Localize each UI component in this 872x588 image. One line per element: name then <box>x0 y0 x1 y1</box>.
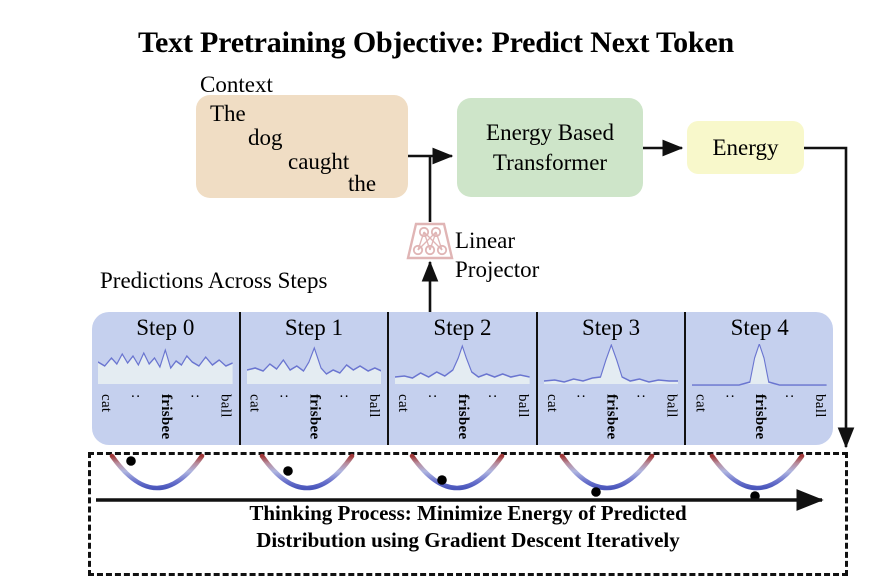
x-label-frisbee: frisbee <box>157 394 174 440</box>
x-label-ball: ball <box>366 394 383 418</box>
step-title: Step 3 <box>582 315 641 340</box>
linear-projector-label-line-2: Projector <box>455 257 540 282</box>
step-title: Step 0 <box>136 315 195 340</box>
step-distribution-plot <box>246 344 382 392</box>
x-label-ellipsis-left: : <box>573 394 590 399</box>
x-label-ball: ball <box>514 394 531 418</box>
energy-based-transformer-box: Energy Based Transformer <box>457 98 643 197</box>
thinking-process-text: Thinking Process: Minimize Energy of Pre… <box>88 500 848 554</box>
thinking-process-box <box>88 452 848 576</box>
thinking-line-2: Distribution using Gradient Descent Iter… <box>256 528 680 552</box>
step-title: Step 1 <box>284 315 343 340</box>
x-label-frisbee: frisbee <box>306 394 323 440</box>
energy-box: Energy <box>687 121 804 174</box>
context-word-2: caught <box>288 149 350 174</box>
context-word-1: dog <box>248 125 283 150</box>
step-column: Step 0 cat : frisbee : ball <box>92 312 239 445</box>
step-x-labels: cat : frisbee : ball <box>246 394 383 444</box>
context-label: Context <box>200 72 273 97</box>
transformer-line-2: Transformer <box>492 149 608 175</box>
step-column: Step 3 cat : frisbee : ball <box>535 312 685 445</box>
x-label-cat: cat <box>543 394 560 413</box>
predictions-steps-panel: Step 0 cat : frisbee : ball Step 1 <box>92 312 833 445</box>
context-box: The dog caught the <box>196 95 408 198</box>
step-column: Step 4 cat : frisbee : ball <box>684 312 833 445</box>
step-distribution-plot <box>543 344 679 392</box>
predictions-label: Predictions Across Steps <box>100 268 328 293</box>
x-label-ellipsis-left: : <box>127 394 144 399</box>
step-column: Step 1 cat : frisbee : ball <box>238 312 388 445</box>
context-word-0: The <box>210 101 246 126</box>
step-distribution-plot <box>692 344 827 392</box>
x-label-ellipsis-left: : <box>425 394 442 399</box>
x-label-ellipsis-right: : <box>633 394 650 399</box>
x-label-ellipsis-left: : <box>722 394 739 399</box>
x-label-cat: cat <box>98 394 114 413</box>
step-distribution-plot <box>98 344 233 392</box>
step-distribution-plot <box>395 344 530 392</box>
x-label-frisbee: frisbee <box>454 394 471 440</box>
step-x-labels: cat : frisbee : ball <box>98 394 234 444</box>
energy-label: Energy <box>712 134 779 160</box>
x-label-cat: cat <box>246 394 263 413</box>
step-x-labels: cat : frisbee : ball <box>543 394 680 444</box>
x-label-frisbee: frisbee <box>603 394 620 440</box>
linear-projector-label: Linear Projector <box>455 226 539 284</box>
step-title: Step 4 <box>730 315 789 340</box>
context-word-3: the <box>348 171 377 196</box>
x-label-ellipsis-right: : <box>187 394 204 399</box>
page-title: Text Pretraining Objective: Predict Next… <box>137 26 734 59</box>
x-label-ellipsis-left: : <box>276 394 293 399</box>
transformer-line-1: Energy Based <box>486 119 614 145</box>
x-label-ellipsis-right: : <box>484 394 501 399</box>
thinking-line-1: Thinking Process: Minimize Energy of Pre… <box>249 501 687 525</box>
x-label-ball: ball <box>217 394 234 418</box>
linear-projector-label-line-1: Linear <box>455 228 516 253</box>
x-label-cat: cat <box>395 394 412 413</box>
linear-projector-icon <box>406 222 454 260</box>
x-label-ellipsis-right: : <box>782 394 799 399</box>
x-label-cat: cat <box>692 394 709 413</box>
step-x-labels: cat : frisbee : ball <box>692 394 828 444</box>
step-column: Step 2 cat : frisbee : ball <box>387 312 536 445</box>
step-title: Step 2 <box>433 315 492 340</box>
step-x-labels: cat : frisbee : ball <box>395 394 531 444</box>
x-label-ellipsis-right: : <box>336 394 353 399</box>
x-label-frisbee: frisbee <box>752 394 769 440</box>
x-label-ball: ball <box>811 394 828 418</box>
x-label-ball: ball <box>663 394 680 418</box>
